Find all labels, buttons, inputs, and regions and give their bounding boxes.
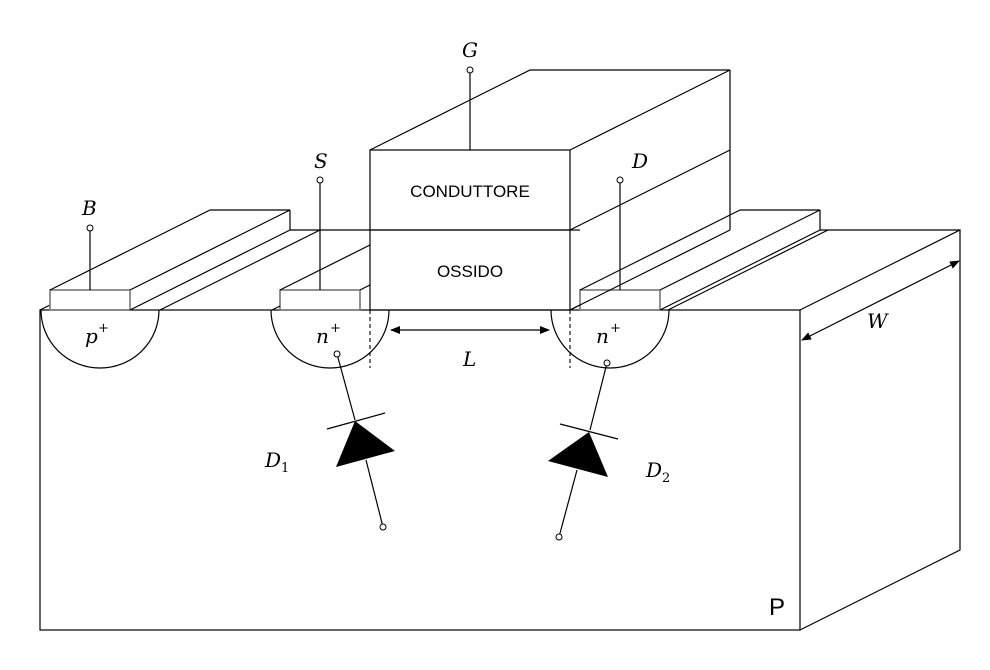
drain-n-plus-label: n + bbox=[596, 321, 621, 348]
d1-triangle-icon bbox=[336, 421, 395, 467]
svg-text:p: p bbox=[85, 324, 98, 348]
source-n-plus-region bbox=[270, 309, 390, 369]
p-plus-label: p + bbox=[85, 321, 109, 348]
gate-terminal-label: G bbox=[462, 38, 478, 62]
d2-label: D 2 bbox=[645, 458, 670, 486]
n-plus-diffusion-edge bbox=[667, 229, 829, 311]
gate-terminal-node bbox=[466, 66, 474, 74]
conductor-oxide-side-edge bbox=[569, 149, 731, 231]
d2-triangle-icon bbox=[548, 432, 608, 477]
svg-text:+: + bbox=[330, 321, 341, 336]
d1-cathode-node bbox=[333, 350, 341, 358]
drain-terminal: D bbox=[616, 149, 648, 290]
d2-cathode-bar bbox=[559, 423, 619, 440]
width-label: W bbox=[867, 309, 889, 333]
width-dimension: W bbox=[801, 260, 960, 341]
svg-text:D: D bbox=[264, 448, 281, 472]
svg-text:n: n bbox=[316, 324, 329, 348]
gate-top-face bbox=[369, 69, 731, 151]
svg-text:D: D bbox=[645, 458, 662, 482]
substrate-side-face bbox=[799, 229, 961, 631]
source-terminal-label: S bbox=[314, 149, 328, 173]
width-arrow bbox=[801, 260, 960, 341]
d2-anode-node bbox=[555, 533, 563, 541]
svg-text:n: n bbox=[596, 324, 609, 348]
substrate-label: P bbox=[769, 594, 785, 621]
length-dimension: L bbox=[390, 326, 550, 371]
gate-terminal: G bbox=[462, 38, 478, 150]
drain-contact-front bbox=[579, 289, 661, 311]
svg-text:+: + bbox=[610, 321, 621, 336]
d1-cathode-bar bbox=[326, 412, 386, 430]
p-plus-region bbox=[40, 309, 160, 369]
substrate-front-face bbox=[39, 309, 801, 631]
svg-text:+: + bbox=[98, 321, 109, 336]
oxide-layer bbox=[369, 229, 571, 311]
source-terminal: S bbox=[314, 149, 328, 290]
substrate bbox=[39, 229, 961, 631]
body-contact-stripe bbox=[49, 209, 321, 311]
gate-stack: CONDUTTORE OSSIDO bbox=[369, 69, 731, 311]
body-terminal-label: B bbox=[81, 196, 97, 220]
svg-text:1: 1 bbox=[281, 461, 289, 476]
conductor-label: CONDUTTORE bbox=[410, 182, 530, 201]
drain-terminal-label: D bbox=[631, 149, 648, 173]
source-terminal-node bbox=[316, 176, 324, 184]
body-contact-front bbox=[49, 289, 131, 311]
oxide-label: OSSIDO bbox=[437, 262, 503, 281]
d1-label: D 1 bbox=[264, 448, 289, 476]
drain-n-plus-region bbox=[550, 309, 670, 369]
svg-text:2: 2 bbox=[662, 471, 670, 486]
p-plus-diffusion-edge bbox=[159, 229, 321, 311]
d2-cathode-node bbox=[603, 359, 611, 367]
drain-contact-stripe bbox=[569, 209, 829, 311]
d1-anode-node bbox=[379, 523, 387, 531]
length-label: L bbox=[462, 347, 476, 371]
body-terminal-node bbox=[86, 224, 94, 232]
body-terminal: B bbox=[81, 196, 97, 290]
source-contact-front bbox=[279, 289, 361, 311]
diode-d2: D 2 bbox=[548, 359, 670, 541]
diode-d1: D 1 bbox=[264, 350, 395, 531]
source-contact-stripe bbox=[271, 244, 371, 311]
drain-terminal-node bbox=[616, 176, 624, 184]
source-n-plus-label: n + bbox=[316, 321, 341, 348]
